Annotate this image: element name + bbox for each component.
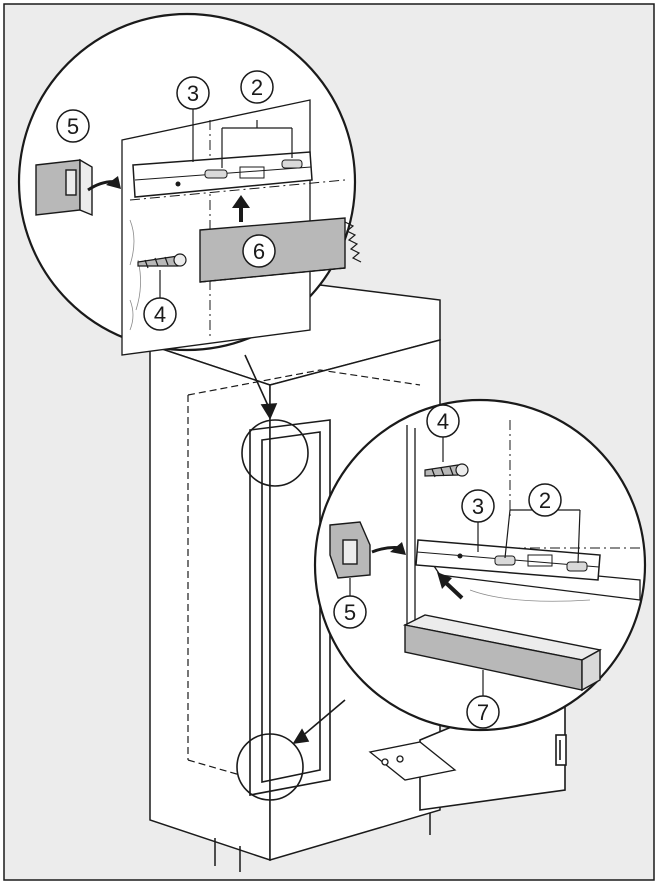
bottom-magnifier bbox=[313, 398, 647, 732]
bottom-callout-2-label: 2 bbox=[539, 488, 551, 513]
top-callout-3 bbox=[176, 76, 210, 110]
top-callout-2 bbox=[240, 70, 274, 104]
bottom-callout-3 bbox=[461, 489, 495, 523]
top-corner-highlight bbox=[241, 419, 309, 487]
top-callout-5-label: 5 bbox=[67, 114, 79, 139]
bottom-corner-highlight bbox=[236, 733, 304, 801]
bottom-hinge bbox=[368, 741, 457, 781]
bottom-callout-7-label: 7 bbox=[477, 700, 489, 725]
top-callout-5 bbox=[56, 109, 90, 143]
bottom-callout-7 bbox=[466, 695, 500, 729]
bottom-callout-5-label: 5 bbox=[344, 600, 356, 625]
top-callout-4 bbox=[143, 297, 177, 331]
top-magnifier bbox=[17, 12, 362, 356]
top-callout-4-label: 4 bbox=[154, 302, 166, 327]
bottom-callout-2 bbox=[528, 483, 562, 517]
bottom-callouts bbox=[333, 404, 562, 729]
top-callout-6-label: 6 bbox=[253, 239, 265, 264]
top-callout-3-label: 3 bbox=[187, 81, 199, 106]
top-callout-6 bbox=[242, 234, 276, 268]
bottom-callout-3-label: 3 bbox=[472, 494, 484, 519]
top-callouts bbox=[56, 70, 276, 331]
appliance-frame bbox=[249, 419, 331, 796]
top-callout-2-label: 2 bbox=[251, 75, 263, 100]
bottom-callout-5 bbox=[333, 595, 367, 629]
appliance-niche bbox=[187, 369, 421, 776]
bottom-callout-4-label: 4 bbox=[437, 409, 449, 434]
leader-arrows bbox=[244, 354, 346, 745]
bottom-callout-4 bbox=[426, 404, 460, 438]
